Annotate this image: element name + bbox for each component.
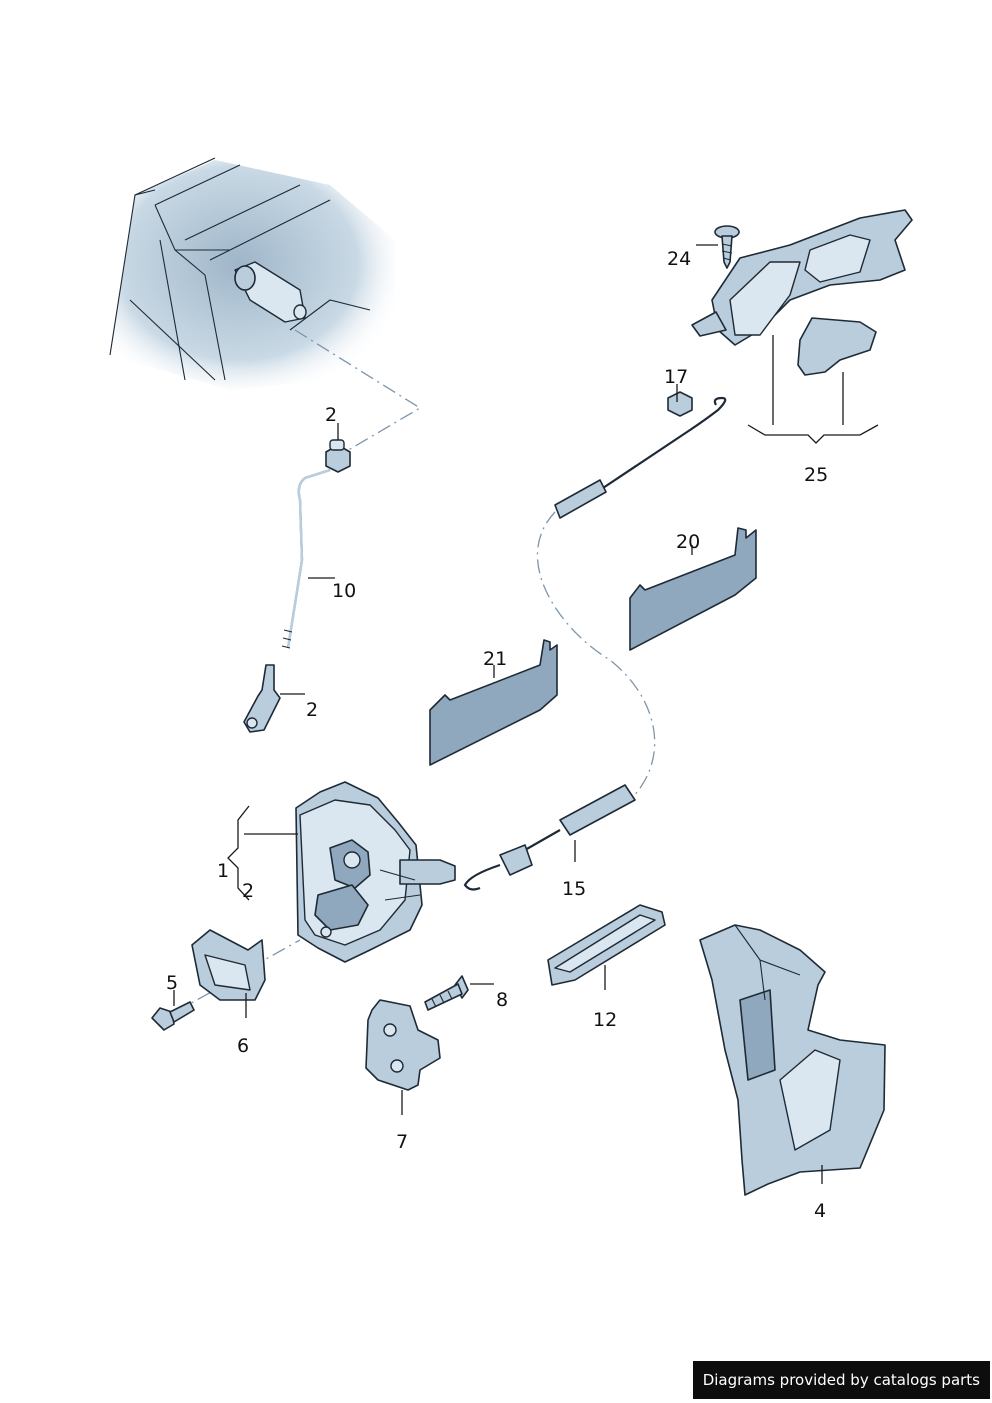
callout-2-upper: 2 <box>306 699 318 721</box>
part-2-rod-end <box>243 664 281 733</box>
callout-15: 15 <box>562 878 586 900</box>
callout-7: 7 <box>396 1131 408 1153</box>
part-15-cable-upper <box>554 396 727 519</box>
callout-24: 24 <box>667 248 691 270</box>
callout-17: 17 <box>664 366 688 388</box>
part-21-seal <box>429 639 558 766</box>
part-24-screw <box>714 225 740 269</box>
part-10-rod <box>281 468 331 649</box>
callout-25: 25 <box>804 464 828 486</box>
part-15-cable-lower <box>463 784 636 891</box>
part-11-clip <box>325 439 351 473</box>
callout-21: 21 <box>483 648 507 670</box>
part-7-striker-plate <box>365 999 441 1091</box>
callout-8: 8 <box>496 989 508 1011</box>
part-20-seal <box>629 527 757 651</box>
callout-10: 10 <box>332 580 356 602</box>
part-4-trim-panel <box>699 924 886 1196</box>
part-5-bolt <box>151 1001 195 1031</box>
callout-5: 5 <box>166 972 178 994</box>
callout-labels: 2 10 2 24 17 25 20 21 15 1 2 5 6 8 12 7 … <box>166 248 828 1222</box>
part-1-lock-unit <box>295 781 456 963</box>
door-panel-illustration <box>109 157 395 390</box>
part-17-clip <box>667 391 693 417</box>
part-25-door-handle <box>691 209 913 376</box>
callout-20: 20 <box>676 531 700 553</box>
callout-11: 2 <box>325 404 337 426</box>
leader-lines <box>173 244 879 1184</box>
watermark-banner: Diagrams provided by catalogs parts <box>692 1361 990 1399</box>
callout-1: 1 <box>217 860 229 882</box>
part-12-channel <box>547 904 666 986</box>
part-6-bracket <box>191 929 266 1001</box>
part-8-bolt <box>424 975 469 1011</box>
callout-12: 12 <box>593 1009 617 1031</box>
callout-4: 4 <box>814 1200 826 1222</box>
callout-2-lower: 2 <box>242 880 254 902</box>
callout-6: 6 <box>237 1035 249 1057</box>
